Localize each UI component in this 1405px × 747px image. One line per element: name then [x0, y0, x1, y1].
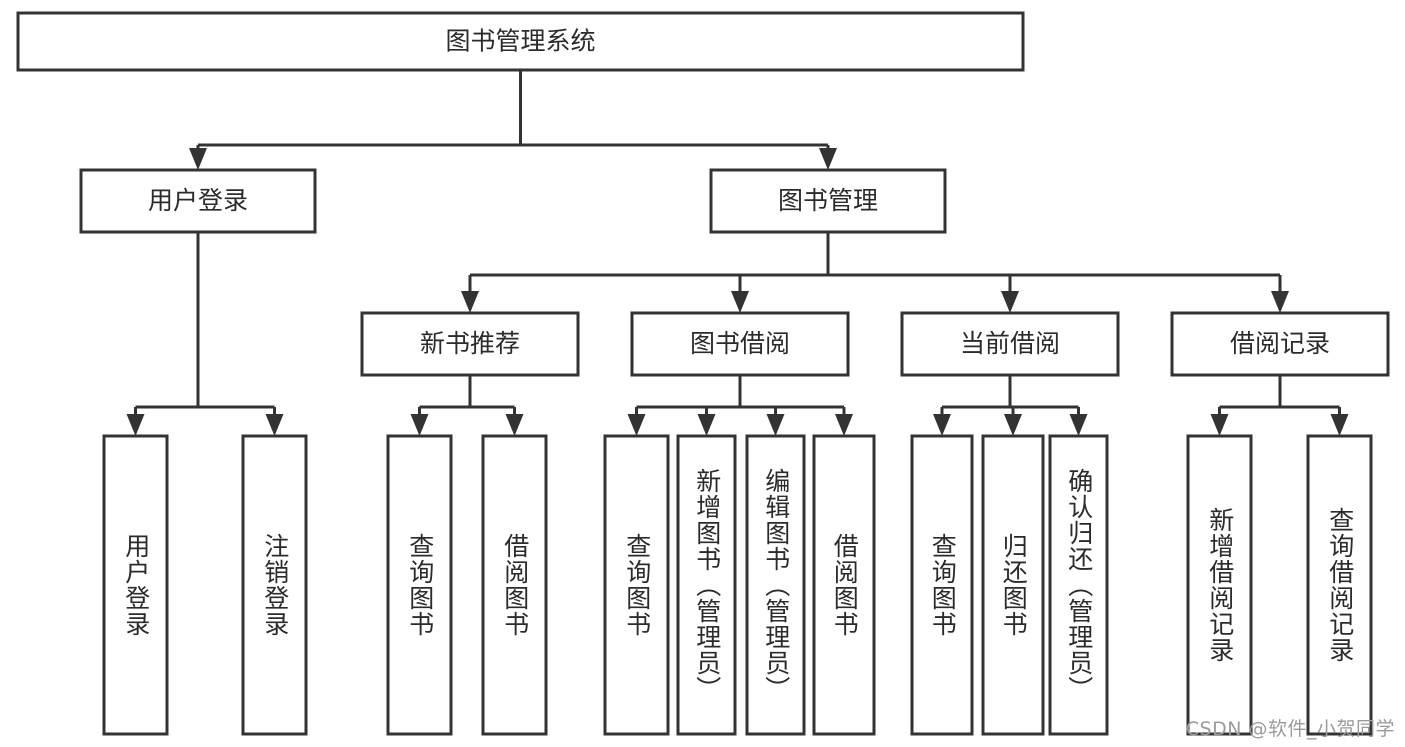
- node-label-level3-2: 当前借阅: [960, 329, 1060, 358]
- node-box-level2-1[interactable]: [709, 168, 947, 234]
- arrow-level3-1: [731, 291, 749, 313]
- node-box-leaf-0[interactable]: [102, 434, 169, 736]
- node-label-level3-3: 借阅记录: [1230, 329, 1330, 358]
- arrow-leaf-1-0: [410, 414, 429, 436]
- node-label-root: 图书管理系统: [445, 27, 595, 56]
- node-box-level3-0[interactable]: [360, 311, 580, 377]
- node-box-level3-2[interactable]: [900, 311, 1120, 377]
- node-box-leaf-5[interactable]: [676, 434, 737, 736]
- node-box-leaf-1[interactable]: [241, 434, 308, 736]
- arrow-leaf-0-1: [265, 414, 284, 436]
- node-box-level3-1[interactable]: [630, 311, 850, 377]
- node-label-level2-1: 图书管理: [778, 186, 878, 215]
- arrow-leaf-3-0: [933, 414, 951, 436]
- arrow-leaf-2-3: [835, 414, 853, 436]
- node-box-leaf-2[interactable]: [386, 434, 453, 736]
- arrow-leaf-2-1: [697, 414, 716, 436]
- arrow-leaf-4-0: [1210, 414, 1229, 436]
- arrow-leaf-0-0: [126, 414, 145, 436]
- node-label-level2-0: 用户登录: [148, 186, 248, 215]
- node-box-leaf-9[interactable]: [981, 434, 1045, 736]
- watermark-text: CSDN @软件_小贺同学: [1185, 718, 1395, 740]
- node-box-leaf-11[interactable]: [1186, 434, 1253, 736]
- arrow-leaf-4-1: [1330, 414, 1349, 436]
- node-box-leaf-6[interactable]: [745, 434, 806, 736]
- connector-layer: [126, 70, 1349, 436]
- node-box-leaf-10[interactable]: [1048, 434, 1109, 736]
- arrow-leaf-3-1: [1004, 414, 1022, 436]
- arrow-leaf-2-0: [627, 414, 646, 436]
- node-box-level2-0[interactable]: [79, 168, 317, 234]
- node-box-level3-3[interactable]: [1170, 311, 1390, 377]
- node-label-level3-1: 图书借阅: [690, 329, 790, 358]
- node-box-leaf-8[interactable]: [910, 434, 974, 736]
- arrow-level3-0: [461, 291, 479, 313]
- node-box-leaf-3[interactable]: [481, 434, 548, 736]
- node-label-level3-0: 新书推荐: [420, 329, 520, 358]
- node-box-leaf-4[interactable]: [603, 434, 670, 736]
- arrow-level3-2: [1001, 291, 1019, 313]
- node-box-leaf-7[interactable]: [812, 434, 876, 736]
- arrow-leaf-2-2: [766, 414, 785, 436]
- arrow-level2-1: [819, 148, 837, 170]
- arrow-leaf-3-2: [1069, 414, 1088, 436]
- node-box-layer: [16, 11, 1390, 736]
- node-box-root[interactable]: [16, 11, 1025, 72]
- arrow-level3-3: [1271, 291, 1289, 313]
- node-box-leaf-12[interactable]: [1306, 434, 1373, 736]
- arrow-leaf-1-1: [505, 414, 524, 436]
- arrow-level2-0: [189, 148, 207, 170]
